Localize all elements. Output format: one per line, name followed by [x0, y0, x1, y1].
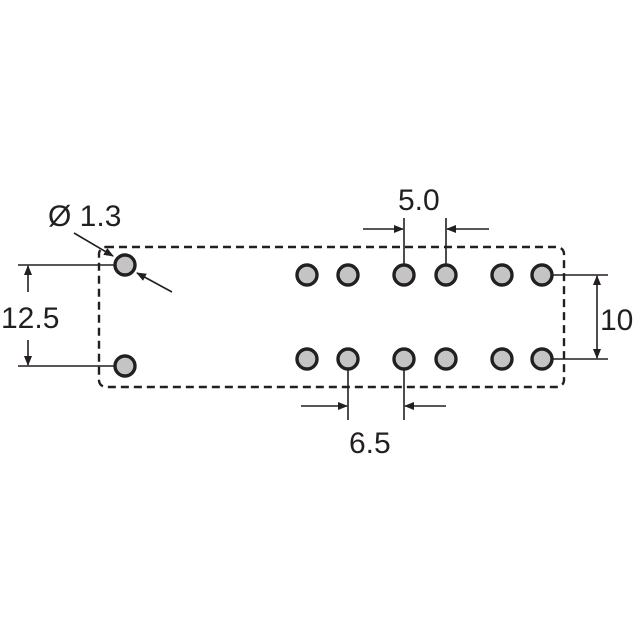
hole-diameter-dimension: Ø 1.3	[48, 200, 173, 293]
hole-diameter-label: Ø 1.3	[48, 200, 121, 233]
pin-top-2	[336, 263, 360, 287]
pin-bottom-4	[434, 347, 458, 371]
outer-spacing-dimension: 12.5	[1, 264, 115, 367]
diameter-leader-upper	[73, 232, 114, 257]
pin-left-bottom	[113, 354, 137, 378]
pin-top-6	[530, 263, 554, 287]
pin-bottom-1	[295, 347, 319, 371]
pin-pitch-label: 5.0	[398, 184, 440, 217]
pin-top-5	[490, 263, 514, 287]
pin-top-1	[295, 263, 319, 287]
pin-bottom-3	[392, 347, 416, 371]
group-offset-dimension: 6.5	[301, 369, 446, 460]
row-spacing-label: 10	[600, 304, 633, 337]
pin-top-3	[392, 263, 416, 287]
row-spacing-dimension: 10	[553, 274, 633, 360]
pin-bottom-6	[530, 347, 554, 371]
pin-pitch-dimension: 5.0	[363, 184, 489, 265]
pin-left-top	[113, 253, 137, 277]
component-outline	[97, 245, 566, 389]
group-offset-label: 6.5	[349, 427, 391, 460]
pin-group	[113, 253, 554, 378]
pin-top-4	[434, 263, 458, 287]
pin-bottom-5	[490, 347, 514, 371]
pin-bottom-2	[336, 347, 360, 371]
outer-spacing-label: 12.5	[1, 302, 59, 335]
diameter-leader-lower	[136, 272, 173, 293]
